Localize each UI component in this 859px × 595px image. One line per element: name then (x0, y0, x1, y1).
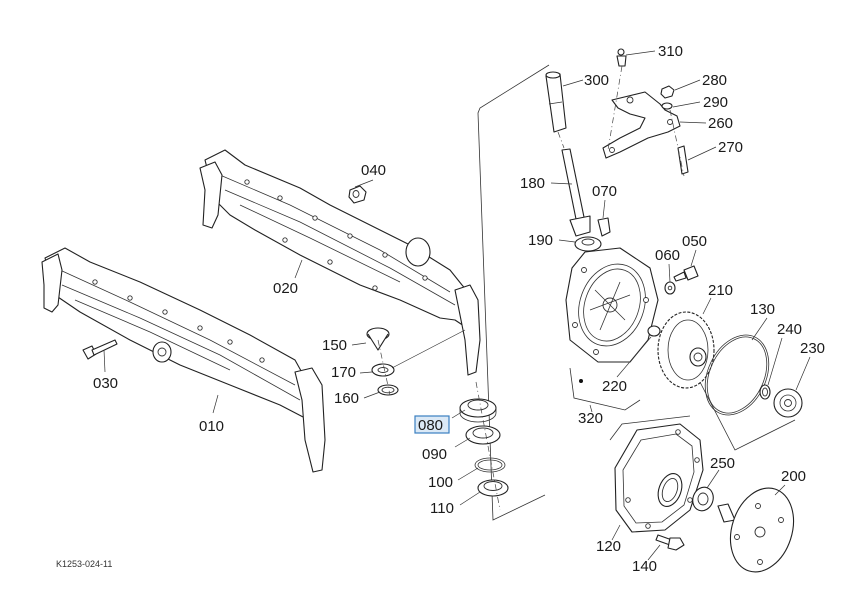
label-100[interactable]: 100 (428, 474, 453, 491)
part-160-washer[interactable] (377, 384, 399, 396)
label-230[interactable]: 230 (800, 340, 825, 357)
part-020-axle-housing[interactable] (199, 149, 481, 376)
part-030-bolt[interactable] (82, 339, 118, 360)
part-labels: 310 300 280 290 260 270 180 070 190 060 … (93, 43, 825, 575)
part-090-bearing[interactable] (465, 425, 501, 445)
label-160[interactable]: 160 (334, 390, 359, 407)
part-310-grease-nipple[interactable] (616, 48, 627, 67)
label-170[interactable]: 170 (331, 364, 356, 381)
label-050[interactable]: 050 (682, 233, 707, 250)
label-270[interactable]: 270 (718, 139, 743, 156)
label-290[interactable]: 290 (703, 94, 728, 111)
label-240[interactable]: 240 (777, 321, 802, 338)
label-250[interactable]: 250 (710, 455, 735, 472)
part-300-pipe[interactable] (545, 71, 567, 133)
part-200-hub-flange[interactable] (717, 480, 804, 580)
label-280[interactable]: 280 (702, 72, 727, 89)
part-170-bearing[interactable] (371, 363, 395, 377)
part-320-gear-case[interactable] (565, 247, 659, 363)
label-150[interactable]: 150 (322, 337, 347, 354)
label-260[interactable]: 260 (708, 115, 733, 132)
assembly-marker-dot (579, 379, 583, 383)
assembly-bracket-main (477, 64, 796, 521)
drawing-code: K1253-024-11 (56, 559, 112, 569)
part-280-nut[interactable] (660, 85, 675, 99)
part-150-bevel-gear[interactable] (366, 327, 390, 351)
part-060-washer[interactable] (664, 281, 676, 295)
label-080-highlighted[interactable]: 080 (418, 417, 443, 434)
part-080-oil-seal[interactable] (459, 398, 497, 423)
part-290-washer[interactable] (661, 102, 673, 110)
part-210-gear[interactable] (657, 311, 715, 389)
part-250-oil-seal[interactable] (689, 484, 716, 513)
label-010[interactable]: 010 (199, 418, 224, 435)
label-060[interactable]: 060 (655, 247, 680, 264)
label-040[interactable]: 040 (361, 162, 386, 179)
label-070[interactable]: 070 (592, 183, 617, 200)
highlight-box-080 (414, 415, 450, 434)
leader-lines (103, 50, 811, 561)
part-010-axle-housing[interactable] (41, 247, 326, 473)
label-090[interactable]: 090 (422, 446, 447, 463)
label-110[interactable]: 110 (430, 500, 454, 517)
part-110-oil-seal[interactable] (477, 479, 509, 497)
label-200[interactable]: 200 (781, 468, 806, 485)
part-180-shaft[interactable] (561, 148, 591, 237)
part-230-bearing[interactable] (773, 388, 803, 418)
part-050-bolt[interactable] (673, 265, 699, 282)
part-240-collar[interactable] (759, 384, 771, 400)
label-190[interactable]: 190 (528, 232, 553, 249)
label-030[interactable]: 030 (93, 375, 118, 392)
label-180[interactable]: 180 (520, 175, 545, 192)
part-190-bearing[interactable] (574, 236, 602, 252)
label-210[interactable]: 210 (708, 282, 733, 299)
label-310[interactable]: 310 (658, 43, 683, 60)
part-100-snap-ring[interactable] (474, 457, 506, 473)
part-220-collar[interactable] (647, 325, 661, 337)
label-220[interactable]: 220 (602, 378, 627, 395)
label-320[interactable]: 320 (578, 410, 603, 427)
label-300[interactable]: 300 (584, 72, 609, 89)
part-070-plug[interactable] (597, 217, 611, 237)
part-040-bushing[interactable] (348, 185, 367, 204)
label-130[interactable]: 130 (750, 301, 775, 318)
part-140-bolt[interactable] (655, 534, 685, 551)
label-120[interactable]: 120 (596, 538, 621, 555)
part-120-case-cover[interactable] (614, 423, 704, 533)
part-270-stud[interactable] (677, 145, 689, 175)
label-020[interactable]: 020 (273, 280, 298, 297)
label-140[interactable]: 140 (632, 558, 657, 575)
part-260-knuckle-arm[interactable] (602, 91, 681, 159)
